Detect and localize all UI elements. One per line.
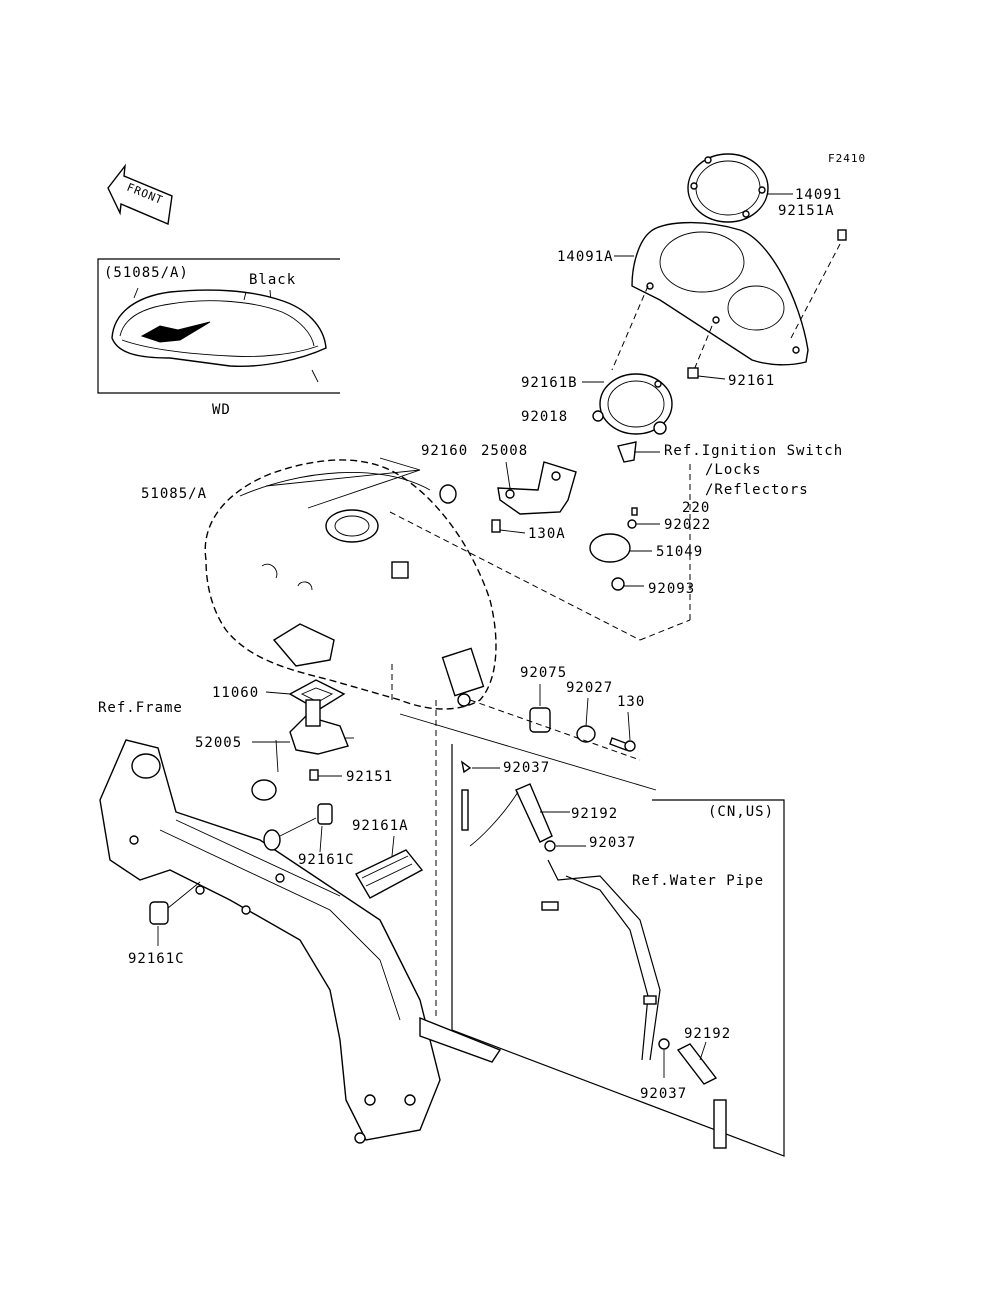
hose-92192-b-icon (676, 1043, 727, 1149)
callout-25008: 25008 (481, 443, 528, 459)
collar-92027-icon (576, 725, 596, 743)
callout-51085A: 51085/A (141, 486, 207, 502)
nut-92161-icon (687, 367, 699, 379)
meter-cover-14091A (631, 221, 809, 366)
figure-code: F2410 (828, 152, 866, 165)
cn-us-region-box (451, 744, 785, 1157)
ref-water-pipe: Ref.Water Pipe (632, 873, 764, 889)
callout-92037-a: 92037 (503, 760, 550, 776)
callout-92161: 92161 (728, 373, 775, 389)
callout-92151A: 92151A (778, 203, 835, 219)
nut-92093-icon (611, 577, 625, 591)
callout-92161C-a: 92161C (298, 852, 355, 868)
region-label: (CN,US) (708, 804, 774, 820)
ref-reflectors: /Reflectors (705, 482, 809, 498)
callout-92161C-b: 92161C (128, 951, 185, 967)
callout-92037-c: 92037 (640, 1086, 687, 1102)
fuel-tank-51085A (204, 459, 497, 710)
washer-92022-icon (627, 519, 637, 529)
gasket-14091 (687, 153, 769, 223)
hose-92192-icon (461, 783, 553, 847)
callout-92161A: 92161A (352, 818, 409, 834)
callout-92192-b: 92192 (684, 1026, 731, 1042)
callout-92075: 92075 (520, 665, 567, 681)
gasket-92161B (599, 373, 673, 435)
bracket-25008-icon (497, 461, 577, 515)
grommet-92160-icon (439, 484, 457, 504)
screw-220-icon (631, 507, 638, 516)
inset-color-label: Black (249, 272, 296, 288)
ignition-switch-icon (617, 441, 637, 463)
ref-frame: Ref.Frame (98, 700, 183, 716)
fuel-pump-52005 (251, 699, 354, 801)
clamp-92037-c-icon (658, 1038, 670, 1050)
bolt-130-icon (609, 737, 636, 752)
callout-11060: 11060 (212, 685, 259, 701)
callout-130A: 130A (528, 526, 566, 542)
inset-tank-color: (51085/A) Black WD (97, 258, 340, 418)
water-pipe-icon (541, 859, 661, 1061)
inset-note: WD (212, 402, 231, 418)
callout-92037-b: 92037 (589, 835, 636, 851)
callout-130: 130 (617, 694, 645, 710)
damper-92161C-b-icon (149, 901, 169, 925)
callout-92192-a: 92192 (571, 806, 618, 822)
ref-locks: /Locks (705, 462, 762, 478)
front-arrow-icon: FRONT (107, 163, 173, 226)
callout-92160: 92160 (421, 443, 468, 459)
damper-92075-icon (529, 707, 551, 733)
callout-220: 220 (682, 500, 710, 516)
callout-92161B: 92161B (521, 375, 578, 391)
damper-92161A-icon (355, 849, 424, 899)
callout-92018: 92018 (521, 409, 568, 425)
clamp-92037-icon (460, 760, 472, 774)
callout-14091: 14091 (795, 187, 842, 203)
callout-92022: 92022 (664, 517, 711, 533)
callout-92093: 92093 (648, 581, 695, 597)
callout-51049: 51049 (656, 544, 703, 560)
frame-icon (99, 739, 502, 1144)
bolt-92151-icon (309, 769, 319, 781)
callout-92151: 92151 (346, 769, 393, 785)
clamp-92037-b-icon (544, 840, 556, 852)
callout-92027: 92027 (566, 680, 613, 696)
callout-52005: 52005 (195, 735, 242, 751)
cap-51049-icon (589, 533, 631, 563)
callout-14091A: 14091A (557, 249, 614, 265)
damper-92161C-icon (263, 803, 333, 851)
bolt-130A-icon (491, 519, 501, 533)
washer-92018-icon (592, 410, 604, 422)
screw-92151A-icon (837, 229, 847, 241)
inset-code: (51085/A) (104, 265, 189, 281)
inset-tank-icon (111, 287, 327, 383)
ref-ignition-switch: Ref.Ignition Switch (664, 443, 843, 459)
